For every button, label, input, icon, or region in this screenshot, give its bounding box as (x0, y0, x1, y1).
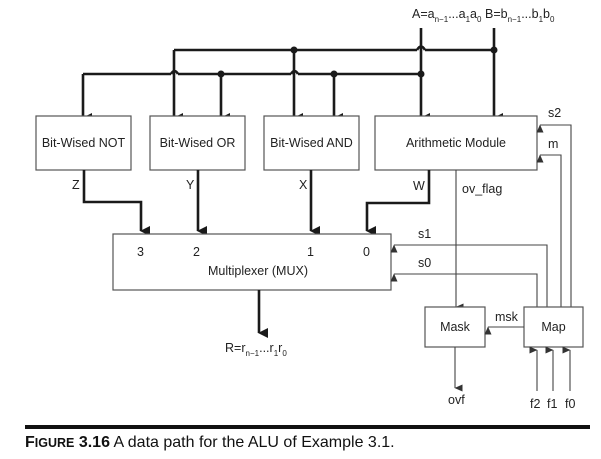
block-bitwise-or: Bit-Wised OR (149, 115, 246, 171)
junction-dot (290, 46, 298, 54)
block-arithmetic-module: Arithmetic Module (374, 115, 538, 171)
mux-input-3: 3 (137, 245, 144, 259)
wire-s0: s0 (390, 256, 538, 307)
block-bitwise-and: Bit-Wised AND (263, 115, 360, 171)
figure-caption: FIGURE 3.16 A data path for the ALU of E… (25, 434, 395, 452)
svg-text:W: W (413, 179, 425, 193)
svg-text:Y: Y (186, 178, 195, 192)
mux-input-2: 2 (193, 245, 200, 259)
input-b-label: B=bn−1...b1b0 (485, 7, 555, 24)
svg-text:Bit-Wised NOT: Bit-Wised NOT (42, 136, 126, 150)
svg-text:s2: s2 (548, 106, 561, 120)
wire-x: X (299, 170, 320, 236)
svg-text:X: X (299, 178, 308, 192)
block-multiplexer: 3 2 1 0 Multiplexer (MUX) (112, 233, 392, 291)
mux-input-0: 0 (363, 245, 370, 259)
wire-y: Y (186, 170, 207, 236)
wire-w: W (365, 170, 431, 236)
wire-ovf: ovf (448, 347, 465, 407)
junction-dot (330, 70, 338, 78)
svg-text:Bit-Wised AND: Bit-Wised AND (270, 136, 353, 150)
svg-text:Arithmetic Module: Arithmetic Module (406, 136, 506, 150)
block-map: Map (523, 306, 584, 348)
svg-text:msk: msk (495, 310, 519, 324)
figure-number: FIGURE 3.16 (25, 434, 110, 451)
output-r-label: R=rn−1...r1r0 (225, 341, 287, 358)
svg-text:ovf: ovf (448, 393, 465, 407)
f0-label: f0 (565, 397, 575, 411)
junction-dot (490, 46, 498, 54)
block-bitwise-not: Bit-Wised NOT (35, 115, 132, 171)
wire-z: Z (72, 170, 150, 236)
input-a-label: A=an−1...a1a0 (412, 7, 482, 24)
f1-label: f1 (547, 397, 557, 411)
svg-text:Mask: Mask (440, 320, 471, 334)
svg-text:Z: Z (72, 178, 80, 192)
svg-text:s1: s1 (418, 227, 431, 241)
caption-rule (25, 425, 590, 429)
wire-ov-flag: ov_flag (455, 170, 502, 311)
f2-label: f2 (530, 397, 540, 411)
wire-msk: msk (484, 310, 524, 335)
wire-m: m (536, 137, 562, 307)
svg-text:ov_flag: ov_flag (462, 182, 502, 196)
svg-text:Map: Map (541, 320, 565, 334)
junction-dot (217, 70, 225, 78)
wire-s1: s1 (390, 227, 548, 307)
svg-text:Bit-Wised OR: Bit-Wised OR (160, 136, 236, 150)
svg-text:m: m (548, 137, 558, 151)
svg-text:Multiplexer (MUX): Multiplexer (MUX) (208, 264, 308, 278)
wire-s2: s2 (536, 106, 572, 307)
bus-b (172, 28, 503, 123)
mux-input-1: 1 (307, 245, 314, 259)
junction-dot (417, 70, 425, 78)
bus-a (81, 28, 430, 123)
block-mask: Mask (424, 306, 486, 348)
svg-text:s0: s0 (418, 256, 431, 270)
wire-f-inputs: f2 f1 f0 (529, 346, 575, 411)
caption-text: A data path for the ALU of Example 3.1. (113, 434, 395, 451)
